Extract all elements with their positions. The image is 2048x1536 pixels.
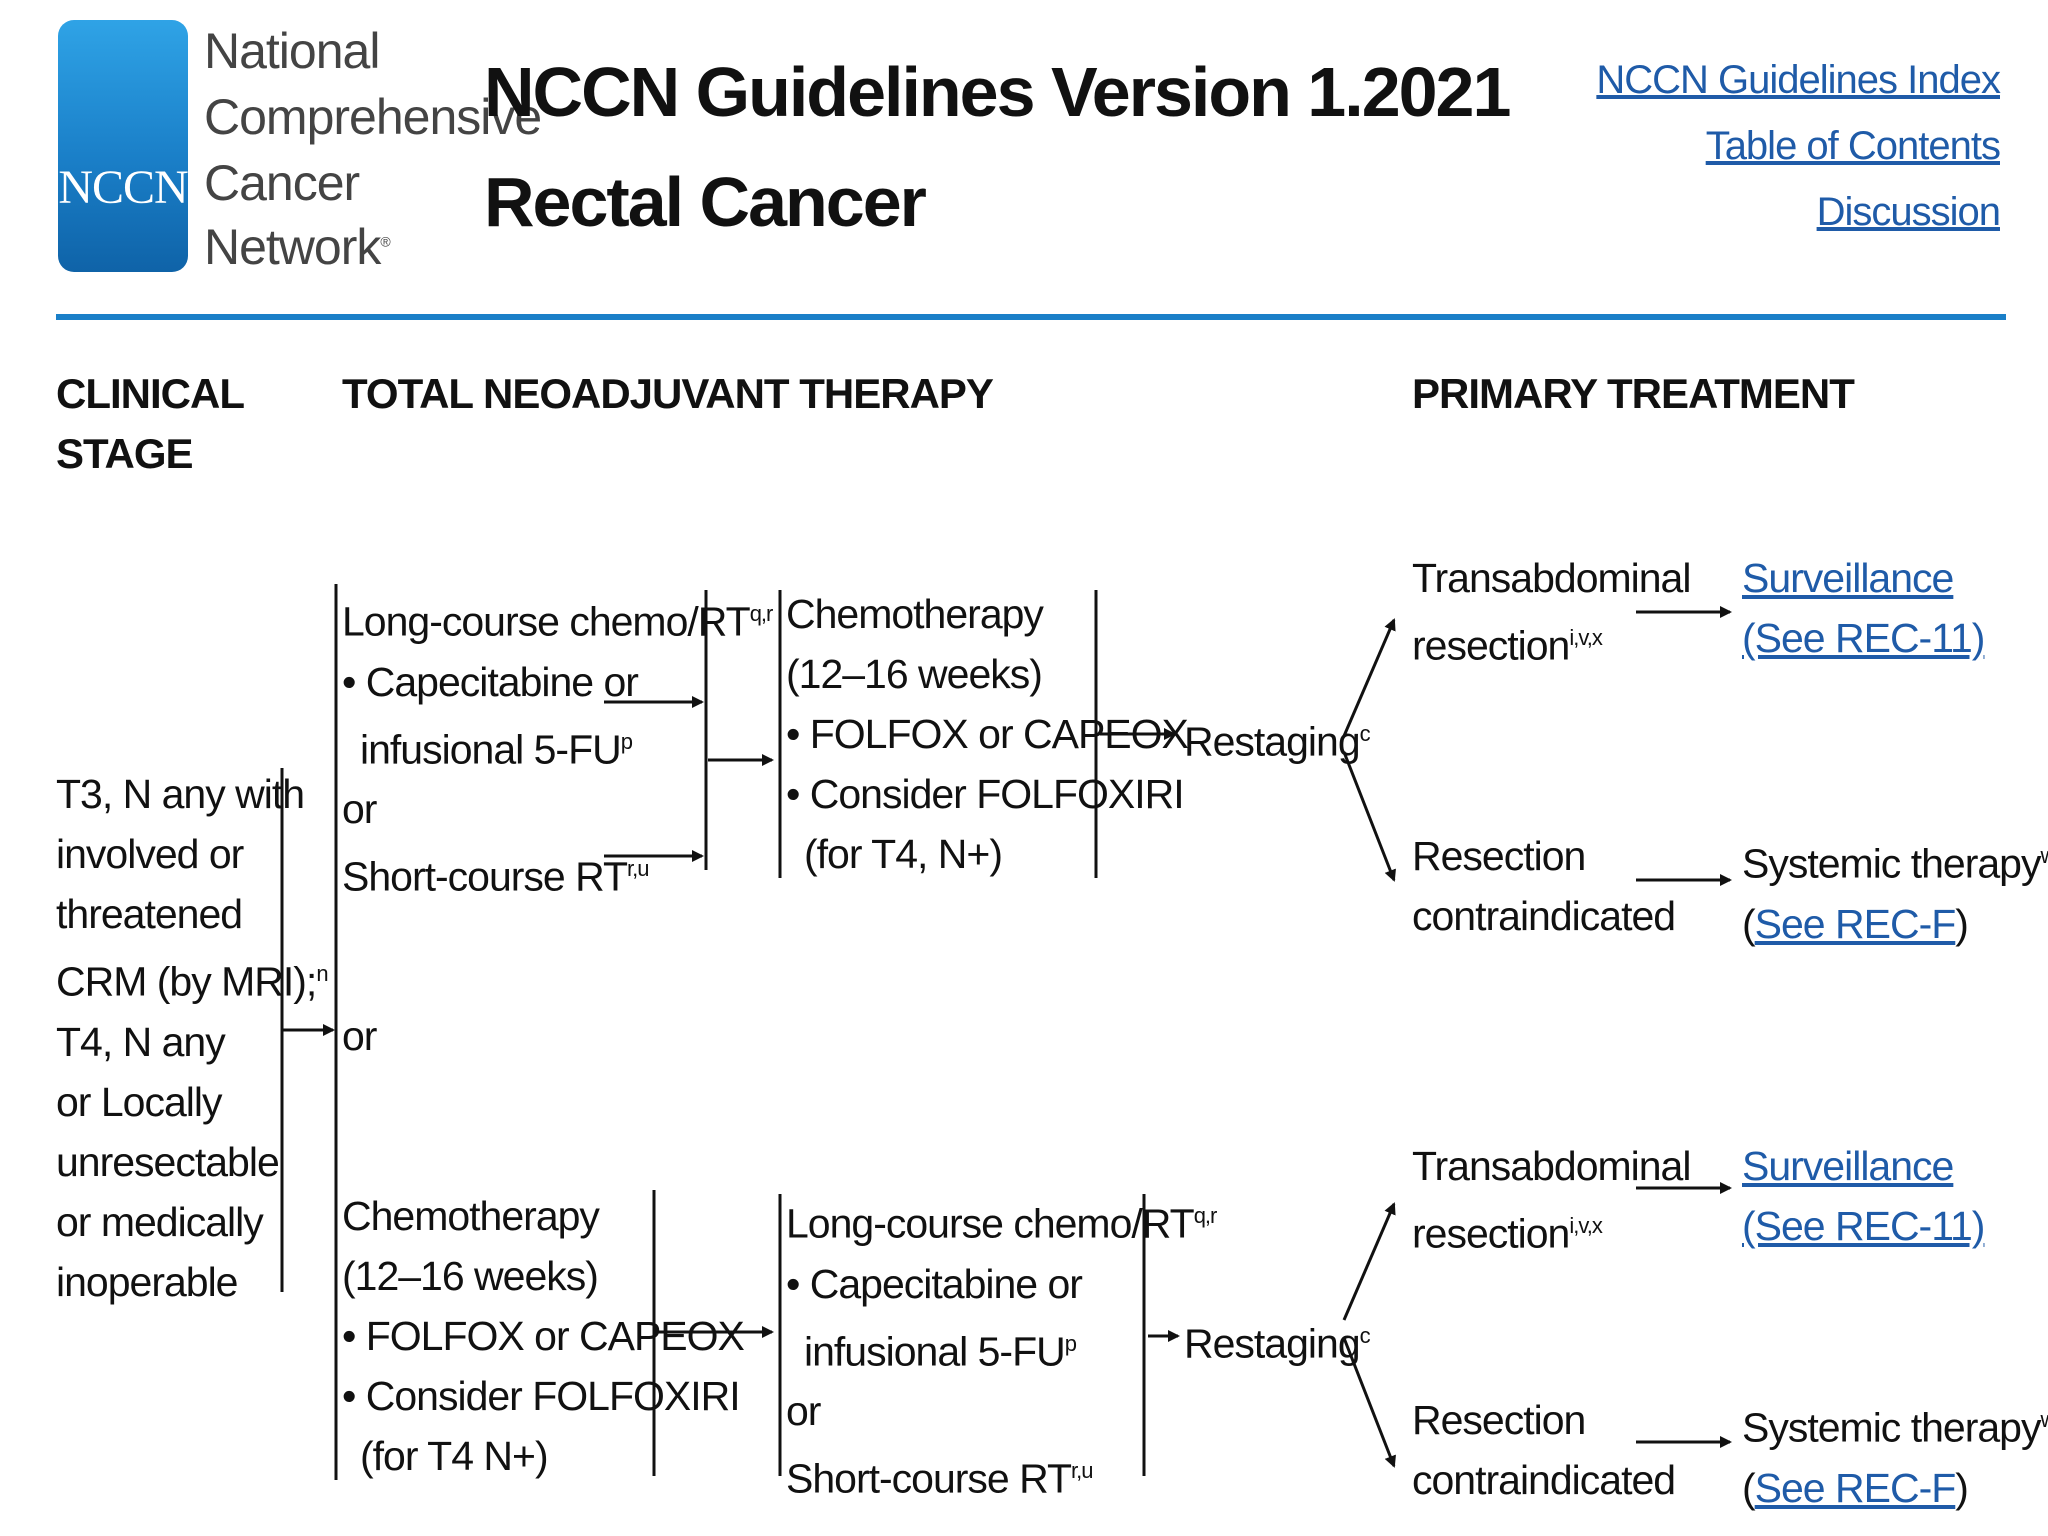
bottom-restaging: Restagingc: [1184, 1320, 1371, 1367]
top-restaging: Restagingc: [1184, 718, 1371, 765]
bottom-chemotherapy-box: Chemotherapy (12–16 weeks) • FOLFOX or C…: [342, 1193, 745, 1479]
nccn-logo: [58, 20, 188, 272]
table-of-contents-link[interactable]: Table of Contents: [1705, 124, 2001, 168]
bottom-resection-contraindicated: Resection contraindicated: [1412, 1397, 1676, 1503]
top-systemic-therapy: Systemic therapyw (See REC-F): [1742, 840, 2048, 947]
or-connector: or: [342, 1013, 377, 1059]
top-chemotherapy-box: Chemotherapy (12–16 weeks) • FOLFOX or C…: [786, 591, 1189, 877]
page-title: NCCN Guidelines Version 1.2021: [484, 53, 1511, 131]
top-chemort-option: Long-course chemo/RTq,r • Capecitabine o…: [342, 598, 773, 900]
top-see-rec-f-link[interactable]: See REC-F: [1754, 900, 1957, 947]
org-name-line-2: Comprehensive: [204, 89, 542, 145]
discussion-link[interactable]: Discussion: [1816, 190, 2001, 234]
bottom-surveillance-link[interactable]: Surveillance (See REC-11): [1742, 1143, 1985, 1249]
bottom-transabdominal-resection: Transabdominal resectioni,v,x: [1412, 1143, 1691, 1257]
logo-text: NCCN: [58, 161, 188, 214]
clinical-stage-header-1: CLINICAL: [56, 370, 245, 417]
top-surveillance-link[interactable]: Surveillance (See REC-11): [1742, 555, 1985, 661]
header-divider: [56, 314, 2006, 320]
bottom-chemort-option: Long-course chemo/RTq,r • Capecitabine o…: [786, 1200, 1217, 1502]
org-name-line-1: National: [204, 23, 380, 79]
guidelines-index-link[interactable]: NCCN Guidelines Index: [1596, 58, 2001, 102]
page-subtitle: Rectal Cancer: [484, 163, 927, 241]
clinical-stage-header-2: STAGE: [56, 430, 194, 477]
org-name-line-4: Network®: [204, 219, 391, 275]
clinical-stage-text: T3, N any with involved or threatened CR…: [56, 771, 329, 1305]
org-name-line-3: Cancer: [204, 155, 360, 211]
top-transabdominal-resection: Transabdominal resectioni,v,x: [1412, 555, 1691, 669]
bottom-systemic-therapy: Systemic therapyw (See REC-F): [1742, 1404, 2048, 1511]
tnt-header: TOTAL NEOADJUVANT THERAPY: [342, 370, 994, 417]
bottom-see-rec-f-link[interactable]: See REC-F: [1754, 1464, 1957, 1511]
top-resection-contraindicated: Resection contraindicated: [1412, 833, 1676, 939]
primary-treatment-header: PRIMARY TREATMENT: [1412, 370, 1855, 417]
